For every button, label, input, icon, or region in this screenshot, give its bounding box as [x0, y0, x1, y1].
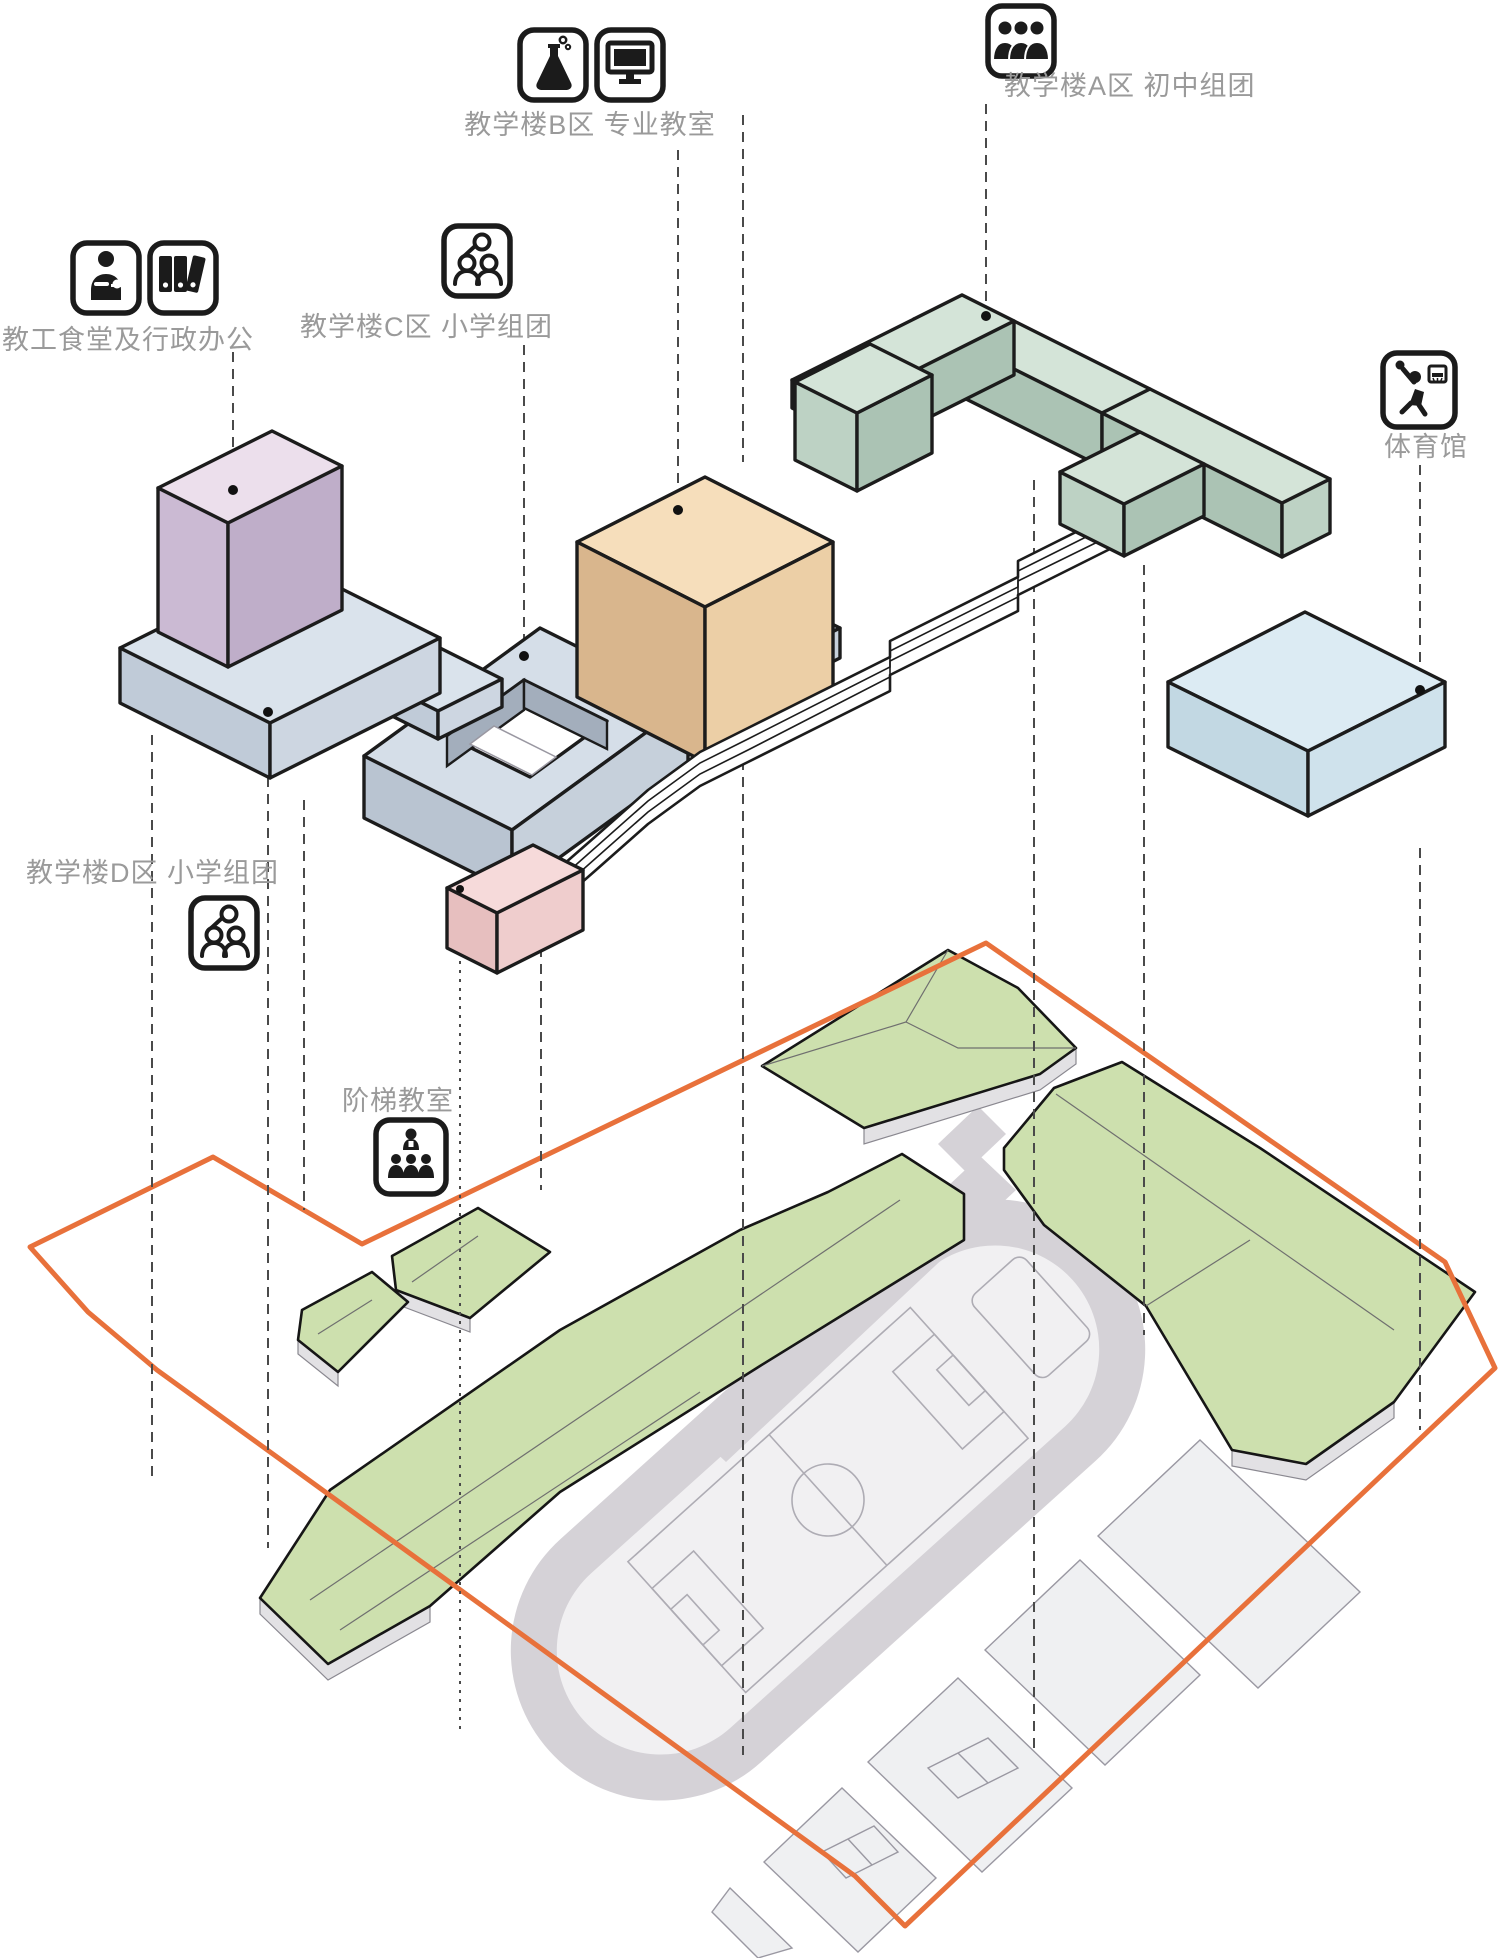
building-d-podium: [118, 561, 442, 780]
leader-dot: [1415, 685, 1425, 695]
basketball-player-icon: [1380, 350, 1458, 430]
legend-icons: [70, 3, 1458, 1197]
site-boundary: [27, 940, 1498, 1929]
green-patch-4: [390, 1206, 552, 1320]
soccer-pitch: [626, 1306, 1030, 1694]
label-building-d: 教学楼D区 小学组团: [26, 858, 279, 888]
label-canteen-admin: 教工食堂及行政办公: [2, 325, 254, 355]
leader-dot: [228, 485, 238, 495]
chemistry-flask-icon: [517, 27, 589, 103]
label-lecture-hall: 阶梯教室: [342, 1086, 454, 1116]
label-building-c: 教学楼C区 小学组团: [300, 312, 553, 342]
site-path-stub: [938, 1106, 1006, 1172]
leader-dot: [981, 311, 991, 321]
building-a: [790, 293, 1332, 559]
teacher-students-icon: [441, 223, 513, 299]
green-terrain: [258, 948, 1477, 1681]
leader-dots: [228, 311, 1425, 893]
labels: 教学楼B区 专业教室 教学楼A区 初中组团 教工食堂及行政办公 教学楼C区 小学…: [2, 71, 1468, 1116]
students-group-icon: [985, 3, 1057, 79]
teacher-students-icon: [188, 895, 260, 971]
site-plan: [27, 940, 1498, 1958]
label-building-b: 教学楼B区 专业教室: [464, 110, 716, 140]
building-b: [575, 475, 835, 764]
building-lecture-hall: [445, 843, 585, 975]
end-court: [971, 1256, 1091, 1379]
building-gym: [1166, 610, 1447, 818]
courtyard-floor: [468, 725, 558, 776]
leader-dot: [519, 651, 529, 661]
axon-buildings: [118, 293, 1447, 975]
computer-monitor-icon: [594, 27, 666, 103]
leader-dot: [263, 707, 273, 717]
leader-dot: [456, 885, 464, 893]
green-patch-3: [258, 1152, 966, 1666]
leader-dot: [673, 505, 683, 515]
label-gym: 体育馆: [1384, 432, 1468, 462]
lecture-audience-icon: [373, 1117, 449, 1197]
leader-lines: [151, 104, 1421, 1755]
green-patch-2: [1002, 1060, 1477, 1466]
running-track: [510, 1199, 1146, 1801]
green-patch-5: [296, 1270, 410, 1374]
file-binders-icon: [147, 240, 219, 316]
label-building-a: 教学楼A区 初中组团: [1004, 71, 1256, 101]
building-canteen-tower: [156, 429, 344, 669]
canteen-staff-icon: [70, 240, 142, 316]
